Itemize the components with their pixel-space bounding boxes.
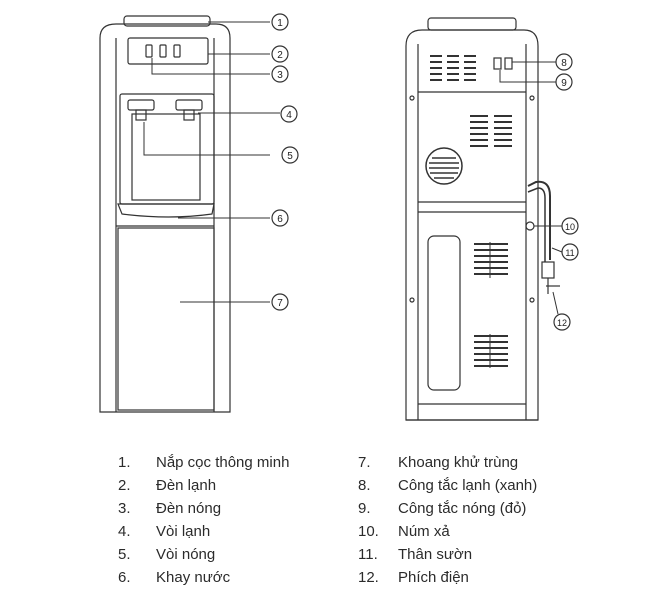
drain-knob (525, 221, 535, 231)
legend-num: 8. (358, 477, 371, 494)
legend-num: 5. (118, 546, 131, 563)
top-vents (430, 55, 476, 81)
cold-tap (127, 99, 155, 111)
extra-light (173, 44, 181, 58)
front-leaders (143, 21, 280, 303)
cold-switch (493, 57, 502, 70)
lower-window (427, 235, 461, 391)
legend-num: 6. (118, 569, 131, 586)
callout-6: 6 (277, 214, 283, 225)
side-tube (527, 180, 551, 260)
legend-label: Vòi lạnh (156, 523, 211, 540)
callout-7: 7 (277, 298, 283, 309)
legend-label: Đèn nóng (156, 500, 222, 517)
legend-num: 3. (118, 500, 131, 517)
callout-2: 2 (277, 50, 283, 61)
legend-num: 12. (358, 569, 379, 586)
legend-label: Nắp cọc thông minh (156, 454, 290, 471)
drip-tray (117, 203, 215, 218)
callout-9: 9 (561, 78, 567, 89)
legend-label: Khoang khử trùng (398, 454, 519, 471)
back-view (405, 17, 560, 421)
callout-1: 1 (277, 18, 283, 29)
legend-left: 1. Nắp cọc thông minh 2. Đèn lạnh 3. Đèn… (118, 452, 348, 592)
legend-label: Núm xả (398, 523, 450, 540)
front-callouts (271, 13, 299, 311)
legend-num: 10. (358, 523, 379, 540)
callout-12: 12 (557, 318, 567, 328)
back-leaders (499, 61, 563, 315)
power-plug (541, 261, 555, 279)
front-top-cap (123, 15, 211, 27)
front-body-outline (99, 23, 231, 413)
front-callout-numbers: 1 2 3 4 5 6 7 (277, 18, 293, 309)
water-dispenser-diagram: 1 2 3 4 5 6 7 8 9 10 11 12 (99, 13, 579, 421)
legend-label: Phích điện (398, 569, 469, 586)
callout-3: 3 (277, 70, 283, 81)
cold-light (145, 44, 153, 58)
lower-vents (474, 243, 508, 367)
legend-num: 11. (358, 546, 378, 563)
legend-num: 1. (118, 454, 131, 471)
legend-label: Công tắc nóng (đỏ) (398, 500, 527, 517)
callout-8: 8 (561, 58, 567, 69)
legend-label: Công tắc lạnh (xanh) (398, 477, 538, 494)
cooling-fan (425, 147, 463, 185)
back-top-cap (427, 17, 517, 31)
legend-num: 9. (358, 500, 371, 517)
legend-label: Khay nước (156, 569, 231, 586)
legend-label: Thân sườn (398, 546, 473, 563)
front-lower-cabinet (117, 227, 215, 411)
callout-5: 5 (287, 151, 293, 162)
legend-num: 7. (358, 454, 371, 471)
back-body-outline (405, 29, 539, 421)
legend-num: 4. (118, 523, 131, 540)
back-callout-numbers: 8 9 10 11 12 (557, 58, 575, 328)
front-control-panel (127, 37, 209, 65)
back-callouts (553, 53, 579, 331)
front-view (99, 15, 231, 413)
legend-right: 7. Khoang khử trùng 8. Công tắc lạnh (xa… (358, 452, 598, 592)
middle-vents (470, 115, 512, 147)
hot-light (159, 44, 167, 58)
callout-10: 10 (565, 222, 575, 232)
legend-num: 2. (118, 477, 131, 494)
hot-switch (504, 57, 513, 70)
legend-label: Đèn lạnh (156, 477, 217, 494)
legend-label: Vòi nóng (156, 546, 216, 563)
callout-4: 4 (286, 110, 292, 121)
callout-11: 11 (565, 248, 574, 258)
hot-tap (175, 99, 203, 111)
